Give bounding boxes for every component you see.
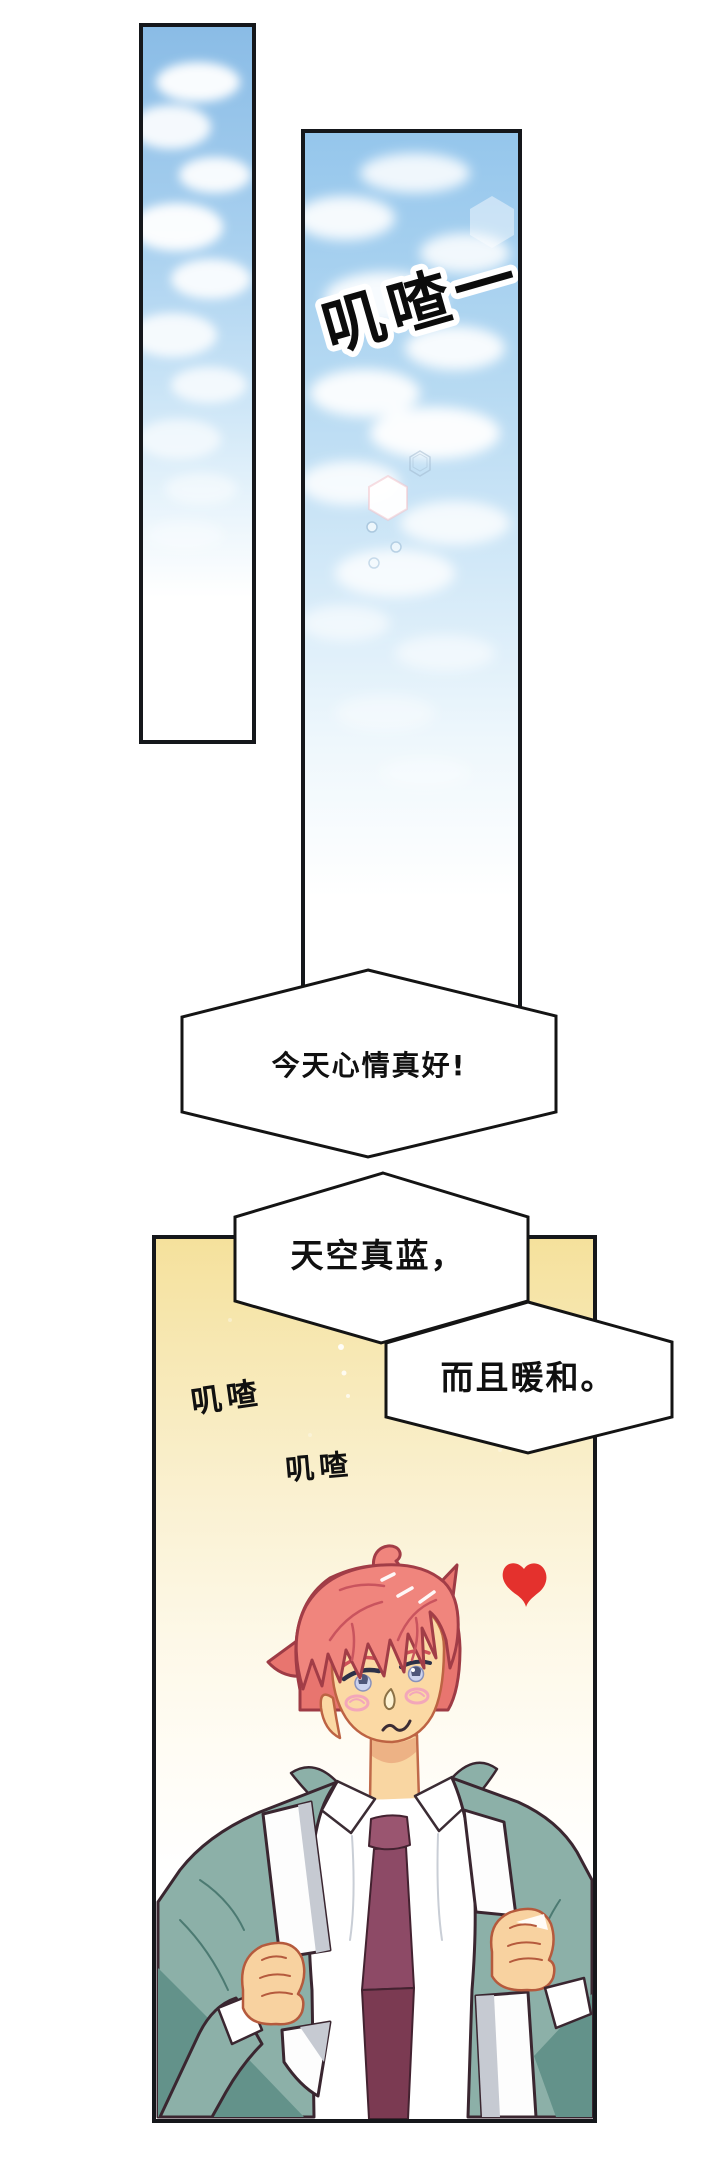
sfx-chirp-2: 叽喳 (284, 1447, 355, 1487)
panel-scene: 叽喳 叽喳 (152, 1235, 597, 2123)
tie (361, 1814, 415, 2119)
clouds-center (305, 153, 510, 789)
character-illustration (156, 1544, 593, 2119)
hair (294, 1544, 460, 1691)
scene-art: 叽喳 叽喳 (156, 1239, 593, 2119)
lens-flare (366, 196, 514, 569)
sky-left-art (143, 27, 252, 740)
right-hand (489, 1907, 556, 1992)
panel-sky-center: 叽喳一 (301, 129, 522, 1117)
bag-straps (261, 1800, 538, 2119)
left-hand (240, 1941, 306, 2026)
blush (344, 1687, 430, 1712)
mouth (381, 1719, 412, 1732)
panel-sky-left (139, 23, 256, 744)
sweat-drop (383, 1688, 396, 1711)
heart-icon (502, 1563, 547, 1607)
sky-center-art: 叽喳一 (305, 133, 518, 1113)
clouds-left (143, 62, 251, 550)
